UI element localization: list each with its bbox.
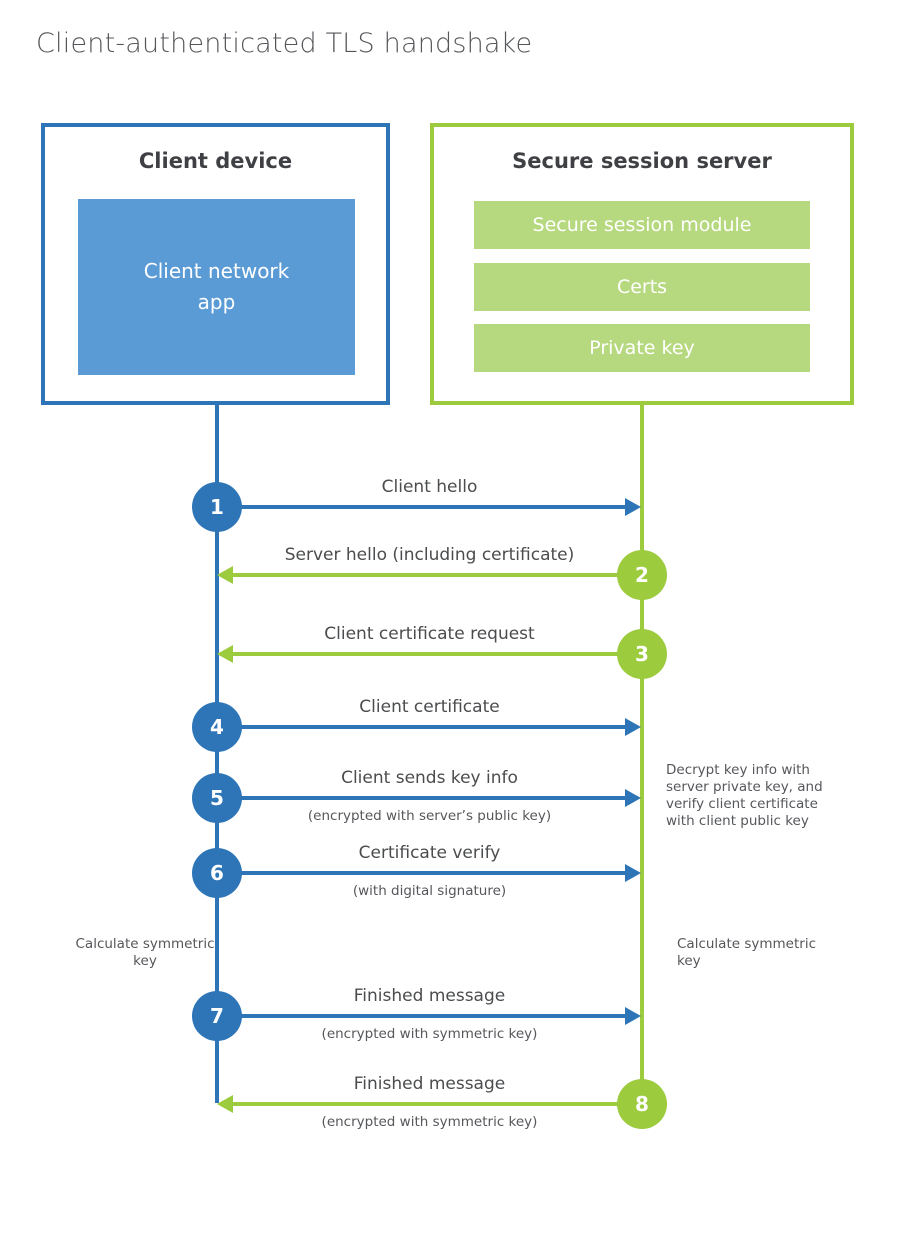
step-5-arrowhead-right-icon	[625, 789, 641, 807]
step-7-arrow	[217, 1014, 627, 1018]
server-module-certs: Certs	[474, 263, 810, 311]
step-7-sublabel: (encrypted with symmetric key)	[321, 1026, 538, 1042]
step-5-badge: 5	[192, 773, 242, 823]
server-module-label: Secure session module	[532, 214, 752, 236]
step-7-badge: 7	[192, 991, 242, 1041]
client-network-app-box: Client network app	[78, 199, 355, 375]
calculate-symmetric-key-right-note: Calculate symmetric key	[677, 936, 816, 969]
step-8-label: Finished message	[353, 1074, 506, 1094]
step-6-badge: 6	[192, 848, 242, 898]
step-1-label: Client hello	[381, 477, 478, 497]
step-1-arrow	[217, 505, 627, 509]
step-3-badge: 3	[617, 629, 667, 679]
step-4-arrowhead-right-icon	[625, 718, 641, 736]
step-6-arrow	[217, 871, 627, 875]
calculate-symmetric-key-left-note: Calculate symmetric key	[75, 936, 215, 969]
server-module-label: Private key	[589, 337, 695, 359]
client-lifeline	[215, 405, 219, 1103]
step-7-label: Finished message	[353, 986, 506, 1006]
step-4-badge: 4	[192, 702, 242, 752]
step-8-sublabel: (encrypted with symmetric key)	[321, 1114, 538, 1130]
step-5-arrow	[217, 796, 627, 800]
page-title: Client-authenticated TLS handshake	[36, 28, 533, 59]
step-8-arrowhead-left-icon	[217, 1095, 233, 1113]
step-6-label: Certificate verify	[358, 843, 501, 863]
client-device-title: Client device	[138, 149, 293, 173]
decrypt-note: Decrypt key info with server private key…	[666, 762, 823, 829]
server-module-secure-session-module: Secure session module	[474, 201, 810, 249]
step-2-arrow	[233, 573, 642, 577]
step-1-badge: 1	[192, 482, 242, 532]
step-3-arrow	[233, 652, 642, 656]
step-5-sublabel: (encrypted with server’s public key)	[307, 808, 552, 824]
step-1-arrowhead-right-icon	[625, 498, 641, 516]
step-4-arrow	[217, 725, 627, 729]
step-4-label: Client certificate	[359, 697, 500, 717]
step-7-arrowhead-right-icon	[625, 1007, 641, 1025]
step-3-label: Client certificate request	[324, 624, 535, 644]
server-module-label: Certs	[616, 276, 668, 298]
step-6-arrowhead-right-icon	[625, 864, 641, 882]
step-2-badge: 2	[617, 550, 667, 600]
step-2-label: Server hello (including certificate)	[284, 545, 575, 565]
step-6-sublabel: (with digital signature)	[352, 883, 507, 899]
step-3-arrowhead-left-icon	[217, 645, 233, 663]
client-network-app-label: Client network app	[143, 259, 290, 314]
step-8-badge: 8	[617, 1079, 667, 1129]
step-5-label: Client sends key info	[341, 768, 518, 788]
step-8-arrow	[233, 1102, 642, 1106]
secure-session-server-title: Secure session server	[512, 149, 772, 173]
server-lifeline	[640, 405, 644, 1105]
server-module-private-key: Private key	[474, 324, 810, 372]
step-2-arrowhead-left-icon	[217, 566, 233, 584]
